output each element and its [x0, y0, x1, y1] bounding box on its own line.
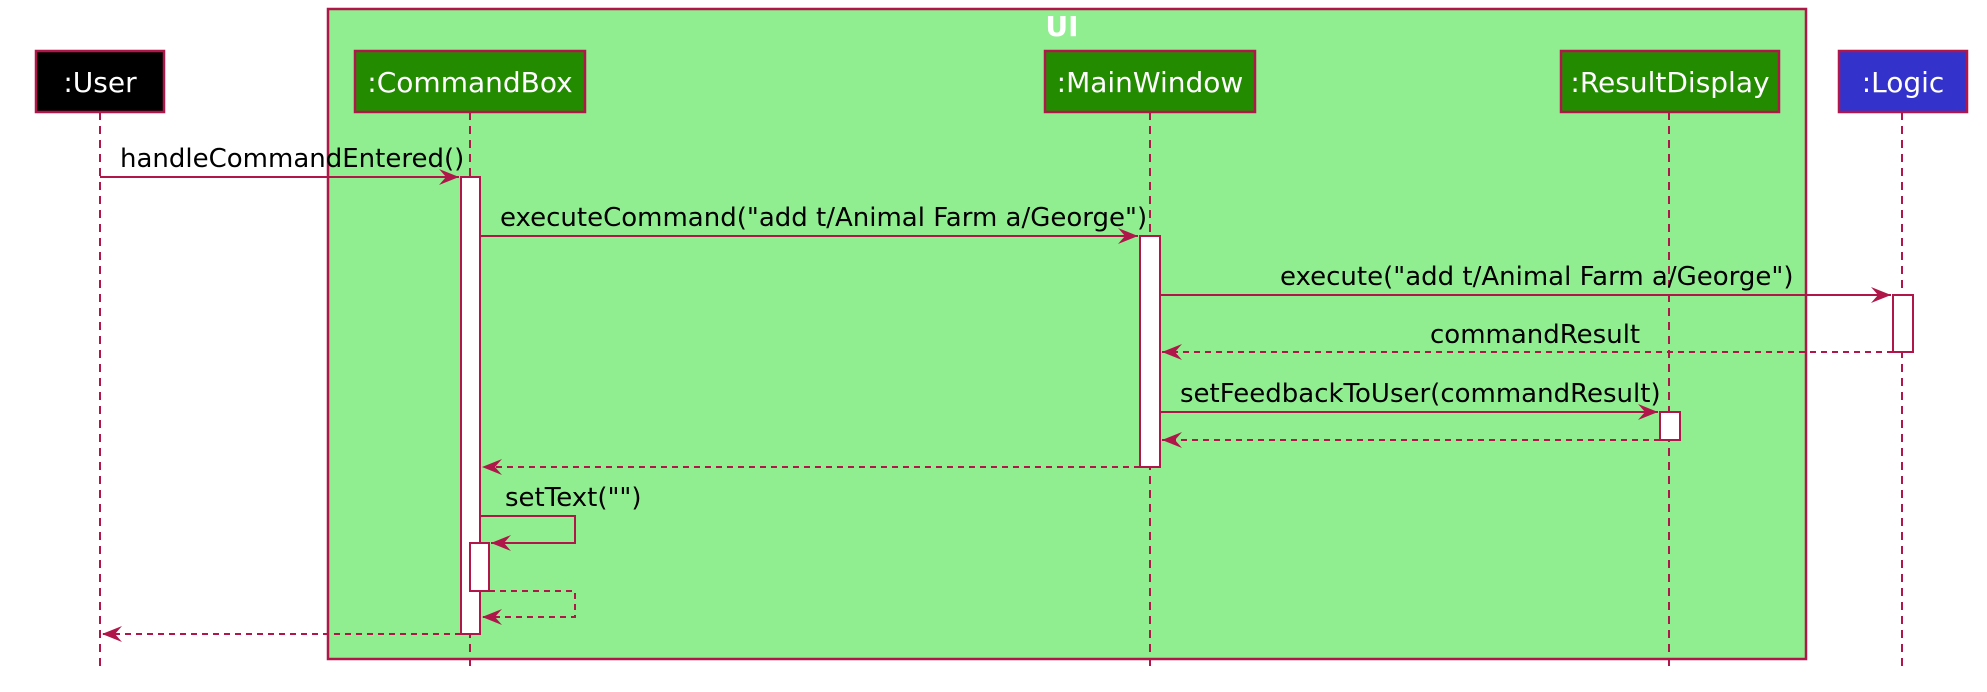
- activation-logic: [1892, 294, 1914, 353]
- participant-label: :ResultDisplay: [1570, 66, 1769, 99]
- participant-mainwindow: :MainWindow: [1043, 49, 1257, 114]
- participant-commandbox: :CommandBox: [353, 49, 587, 114]
- message-label: setFeedbackToUser(commandResult): [1180, 379, 1661, 409]
- self-message-arrow: [480, 515, 576, 551]
- activation-commandbox: [460, 176, 481, 635]
- participant-logic: :Logic: [1837, 49, 1969, 114]
- messages: [100, 169, 1893, 642]
- participant-resultdisplay: :ResultDisplay: [1559, 49, 1781, 114]
- message-label: execute("add t/Animal Farm a/George"): [1280, 262, 1794, 292]
- participant-label: :Logic: [1862, 66, 1945, 99]
- participant-user: :User: [34, 49, 166, 114]
- message-label: commandResult: [1430, 320, 1640, 350]
- participant-label: :CommandBox: [367, 66, 572, 99]
- ui-group-title: UI: [1045, 10, 1078, 43]
- activation-commandbox-nested: [469, 542, 490, 592]
- participant-label: :MainWindow: [1057, 66, 1244, 99]
- activation-mainwindow: [1139, 235, 1161, 468]
- activations: [460, 176, 1914, 635]
- message-label: executeCommand("add t/Animal Farm a/Geor…: [500, 203, 1147, 233]
- participant-label: :User: [63, 66, 137, 99]
- self-return-arrow: [482, 590, 576, 625]
- ui-group-box: [326, 7, 1808, 661]
- message-label: setText(""): [505, 483, 642, 513]
- message-label: handleCommandEntered(): [120, 144, 464, 174]
- activation-resultdisplay: [1659, 411, 1681, 441]
